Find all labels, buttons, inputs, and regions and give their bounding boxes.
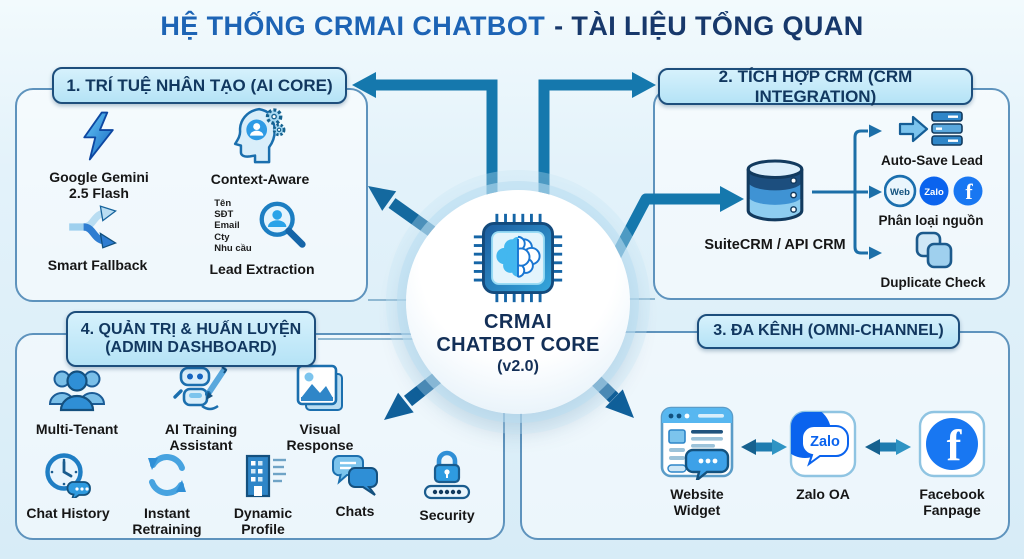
facebook-glyph: f — [947, 421, 963, 470]
page-title-part1: HỆ THỐNG CRMAI CHATBOT — [160, 11, 546, 41]
website-widget-icon — [660, 406, 734, 485]
core-title-line1: CRMAI — [483, 311, 553, 333]
channel-label-website: Website Widget — [670, 486, 724, 518]
lead-field: Email — [214, 220, 240, 232]
feature-label: Visual Response — [286, 421, 354, 453]
feature-ai-training: AI Training Assistant — [150, 360, 252, 454]
multi-tenant-icon — [48, 366, 106, 419]
robot-pencil-icon — [172, 360, 230, 419]
refresh-icon — [144, 452, 190, 503]
feature-label: Chat History — [26, 505, 110, 521]
database-icon — [742, 156, 808, 237]
channel-label-zalo: Zalo OA — [796, 486, 850, 502]
feature-dynamic-profile: Dynamic Profile — [218, 452, 308, 538]
image-icon — [296, 364, 344, 419]
building-icon — [238, 452, 288, 503]
quadrant-ai-core-box — [15, 88, 368, 302]
arrow-core-to-crm-header — [538, 79, 634, 212]
feature-security: Security — [400, 450, 494, 524]
header-admin: 4. QUẢN TRỊ & HUẤN LUYỆN (ADMIN DASHBOAR… — [66, 311, 316, 367]
branch-arrows-icon — [66, 204, 130, 255]
arrow-core-to-ai — [374, 79, 498, 212]
branch-label-duplicate: Duplicate Check — [880, 275, 986, 290]
header-ai-core: 1. TRÍ TUỆ NHÂN TẠO (AI CORE) — [52, 67, 347, 104]
lightning-icon — [76, 110, 122, 167]
zalo-icon-text: Zalo — [924, 187, 944, 198]
feature-chat-history: Chat History — [22, 452, 114, 522]
lead-field: SĐT — [214, 209, 234, 221]
header-crm-integration: 2. TÍCH HỢP CRM (CRM INTEGRATION) — [658, 67, 973, 106]
core-title-line3: (v2.0) — [497, 358, 539, 375]
lead-field: Tên — [214, 198, 232, 209]
header-omni-channel: 3. ĐA KÊNH (OMNI-CHANNEL) — [697, 314, 960, 349]
lead-field: Nhu cầu — [214, 242, 252, 254]
feature-context-aware: Context-Aware — [198, 104, 322, 188]
channel-label-facebook: Facebook Fanpage — [919, 486, 985, 518]
facebook-icon: f — [918, 410, 986, 483]
duplicate-icon — [914, 230, 956, 277]
feature-label: AI Training Assistant — [164, 421, 238, 453]
zalo-icon: Zalo — [789, 410, 857, 483]
page-title: HỆ THỐNG CRMAI CHATBOT - TÀI LIỆU TỔNG QU… — [0, 11, 1024, 42]
lock-password-icon — [423, 450, 471, 505]
chatbot-core-hub: CRMAI CHATBOT CORE (v2.0) — [406, 190, 630, 414]
branch-label-sources: Phân loại nguồn — [878, 213, 984, 228]
database-label: SuiteCRM / API CRM — [704, 237, 846, 253]
page-title-part2: - TÀI LIỆU TỔNG QUAN — [554, 11, 864, 41]
chat-bubbles-icon — [331, 454, 379, 501]
feature-smart-fallback: Smart Fallback — [35, 204, 160, 274]
feature-label: Smart Fallback — [47, 257, 148, 273]
head-gears-icon — [231, 104, 289, 169]
feature-label: Multi-Tenant — [35, 421, 119, 437]
feature-visual-response: Visual Response — [272, 364, 368, 454]
header-admin-line2: (ADMIN DASHBOARD) — [105, 339, 277, 356]
lead-magnifier-icon — [254, 198, 310, 259]
feature-multi-tenant: Multi-Tenant — [25, 366, 129, 438]
feature-label: Security — [419, 507, 475, 523]
lead-field: Cty — [214, 231, 230, 243]
feature-label: Instant Retraining — [132, 505, 202, 537]
clock-chat-icon — [44, 452, 92, 503]
web-icon-text: Web — [890, 187, 910, 198]
feature-instant-retraining: Instant Retraining — [120, 452, 214, 538]
save-server-icon — [898, 110, 964, 153]
feature-label: Chats — [335, 503, 375, 519]
chip-brain-icon — [470, 210, 566, 311]
lead-fields-list: Tên SĐT Email Cty Nhu cầu — [214, 198, 251, 254]
branch-label-auto-save: Auto-Save Lead — [880, 153, 984, 168]
zalo-badge-text: Zalo — [810, 434, 840, 450]
source-channel-icons: Web Zalo f — [883, 174, 984, 213]
feature-label: Context-Aware — [210, 171, 310, 187]
header-admin-line1: 4. QUẢN TRỊ & HUẤN LUYỆN — [80, 320, 302, 338]
facebook-icon-glyph: f — [965, 179, 973, 204]
feature-lead-extraction: Tên SĐT Email Cty Nhu cầu Lead Extractio… — [196, 198, 328, 278]
feature-label: Lead Extraction — [209, 261, 315, 277]
feature-label: Dynamic Profile — [233, 505, 293, 537]
feature-google-gemini: Google Gemini 2.5 Flash — [38, 110, 160, 202]
feature-label: Google Gemini 2.5 Flash — [49, 169, 149, 201]
feature-chats: Chats — [312, 454, 398, 520]
core-title-line2: CHATBOT CORE — [436, 334, 600, 356]
